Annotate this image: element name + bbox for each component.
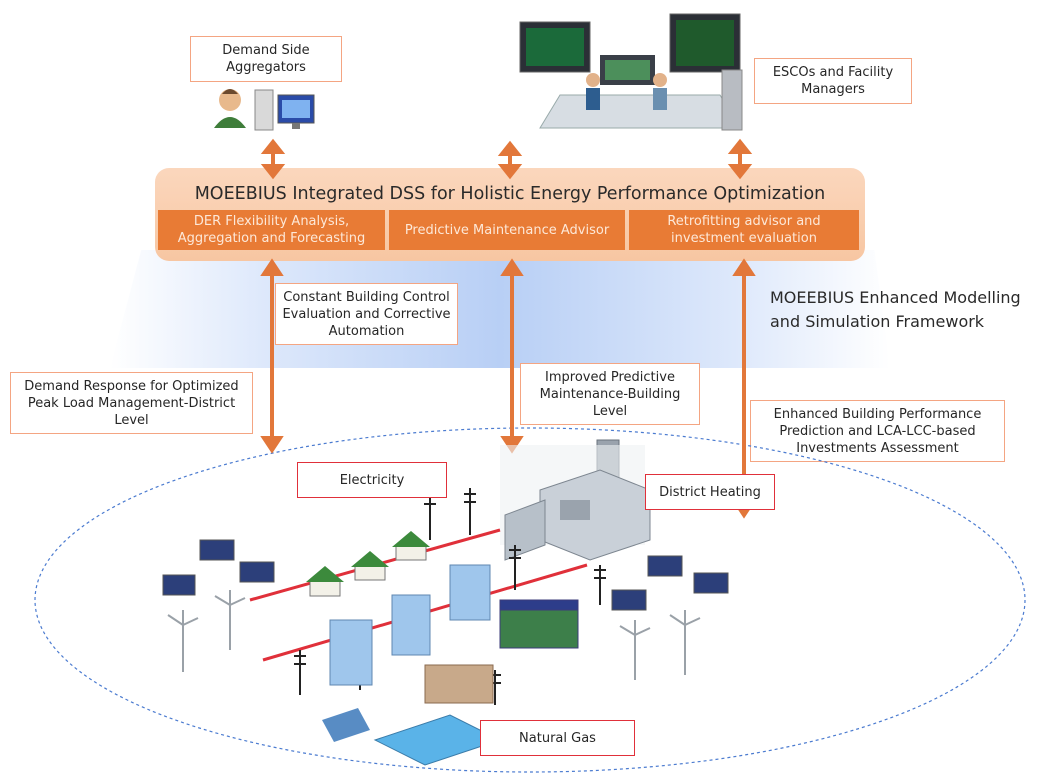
demand-response-box: Demand Response for Optimized Peak Load … — [10, 372, 253, 434]
modelling-framework-band — [110, 250, 890, 368]
solar-panel-icon — [162, 539, 729, 611]
escos-facility-managers-box: ESCOs and Facility Managers — [754, 58, 912, 104]
district-boundary — [34, 427, 1026, 773]
school-building — [499, 599, 579, 649]
demand-side-aggregators-box: Demand Side Aggregators — [190, 36, 342, 82]
pool-icon — [322, 708, 502, 766]
constant-building-control-box: Constant Building Control Evaluation and… — [275, 283, 458, 345]
house-icon — [306, 531, 430, 597]
top-arrows — [260, 138, 753, 180]
dss-panel: MOEEBIUS Integrated DSS for Holistic Ene… — [155, 168, 865, 261]
enhanced-performance-box: Enhanced Building Performance Prediction… — [750, 400, 1005, 462]
power-plant-icon — [500, 439, 651, 561]
module-der-flexibility: DER Flexibility Analysis, Aggregation an… — [158, 210, 385, 250]
predictive-maintenance-box: Improved Predictive Maintenance-Building… — [520, 363, 700, 425]
control-room-icon — [519, 13, 743, 131]
module-retrofitting-advisor: Retrofitting advisor and investment eval… — [629, 210, 859, 250]
dss-title: MOEEBIUS Integrated DSS for Holistic Ene… — [194, 184, 826, 204]
module-predictive-maintenance: Predictive Maintenance Advisor — [389, 210, 625, 250]
office-building-icon — [329, 564, 494, 704]
district-heating-label: District Heating — [645, 474, 775, 510]
user-computer-icon — [214, 89, 315, 131]
electricity-label: Electricity — [297, 462, 447, 498]
modelling-framework-title: MOEEBIUS Enhanced Modelling and Simulati… — [770, 288, 1021, 331]
wind-turbine-icon — [167, 590, 701, 680]
natural-gas-label: Natural Gas — [480, 720, 635, 756]
